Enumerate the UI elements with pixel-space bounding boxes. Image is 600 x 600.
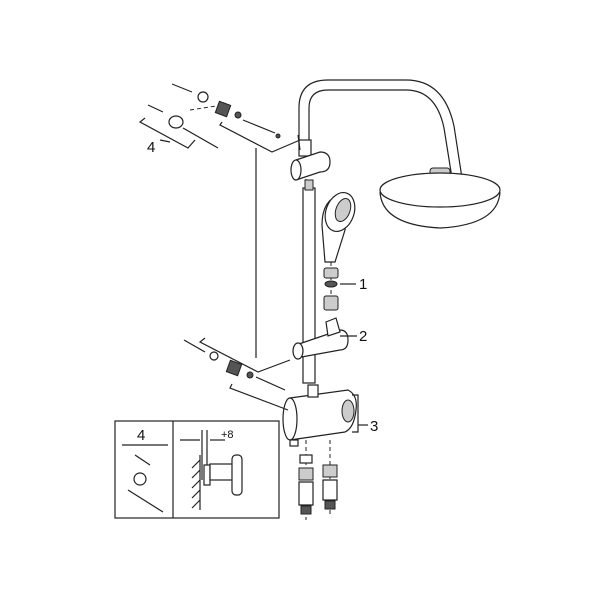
callout-1: 1 <box>359 276 367 293</box>
callout-4: 4 <box>147 139 155 156</box>
connection-fittings <box>289 439 338 520</box>
inset-kit-label: 4 <box>137 427 145 444</box>
seal-washer <box>324 280 338 288</box>
pipe-cap <box>304 179 314 191</box>
head-shower <box>379 167 501 229</box>
lower-wall-fixings <box>183 337 291 411</box>
inset-offset-label: +8 <box>221 429 234 441</box>
callout-3: 3 <box>370 418 378 435</box>
upper-wall-fixings: 4 <box>138 83 301 156</box>
hand-shower <box>321 192 356 263</box>
thermostat-mixer <box>282 384 357 441</box>
inset-detail: 4 +8 <box>114 420 280 519</box>
set-screw <box>297 134 301 151</box>
callout-2: 2 <box>359 328 367 345</box>
upper-pipe-holder <box>290 134 331 181</box>
arm-connector <box>298 139 312 157</box>
slider-holder <box>292 317 349 360</box>
